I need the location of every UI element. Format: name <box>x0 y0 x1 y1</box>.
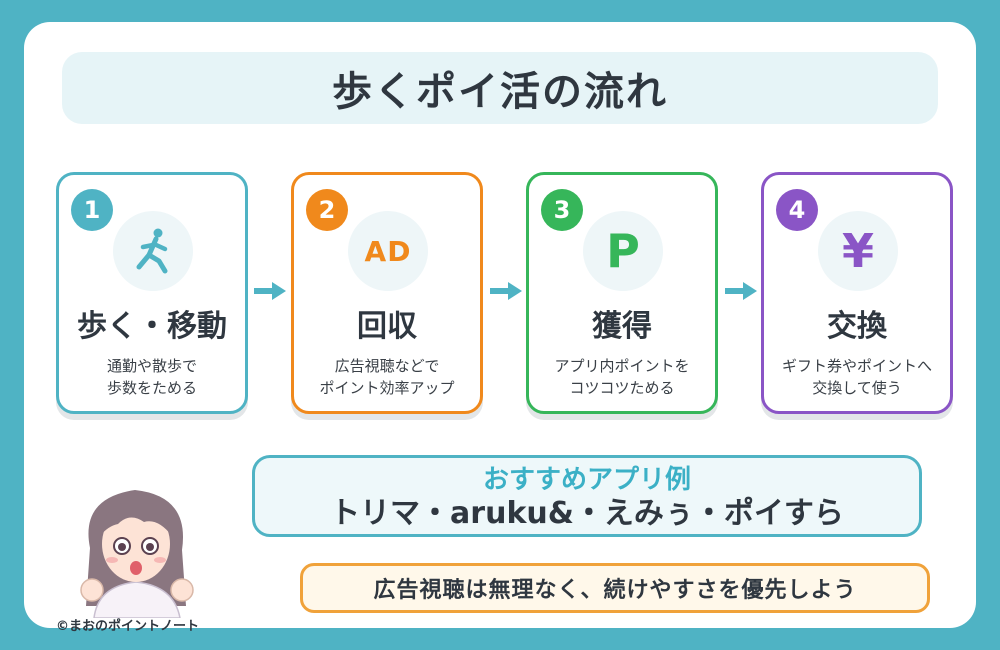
yen-icon: ¥ <box>841 224 874 278</box>
arrow-right-icon <box>490 282 522 300</box>
step-card-3: 3 P 獲得 アプリ内ポイントを コツコツためる <box>526 172 718 414</box>
page-title: 歩くポイ活の流れ <box>332 69 668 115</box>
step-number-badge: 2 <box>306 189 348 231</box>
step-title: 交換 <box>827 309 887 344</box>
step-description-line: 広告視聴などで <box>334 357 440 375</box>
recommended-apps-list: トリマ・aruku&・えみぅ・ポイすら <box>330 496 844 531</box>
step-description-line: 歩数をためる <box>106 379 197 397</box>
step-icon-circle: ¥ <box>818 211 898 291</box>
tip-text: 広告視聴は無理なく、続けやすさを優先しよう <box>373 578 857 603</box>
tip-box: 広告視聴は無理なく、続けやすさを優先しよう <box>300 563 930 613</box>
copyright-credit: ©まおのポイントノート <box>56 619 200 634</box>
step-description-line: 通勤や散歩で <box>106 357 197 375</box>
walking-person-icon <box>136 228 168 274</box>
step-icon-circle <box>113 211 193 291</box>
arrow-right-icon <box>254 282 286 300</box>
recommended-apps-heading: おすすめアプリ例 <box>482 465 691 495</box>
step-icon-circle: AD <box>348 211 428 291</box>
title-bar: 歩くポイ活の流れ <box>62 52 938 124</box>
step-card-4: 4 ¥ 交換 ギフト券やポイントへ 交換して使う <box>761 172 953 414</box>
step-number-badge: 1 <box>71 189 113 231</box>
step-description: アプリ内ポイントを コツコツためる <box>529 355 715 399</box>
arrow-right-icon <box>725 282 757 300</box>
step-description: 通勤や散歩で 歩数をためる <box>59 355 245 399</box>
step-description-line: コツコツためる <box>569 379 675 397</box>
step-number-badge: 4 <box>776 189 818 231</box>
recommended-apps-box: おすすめアプリ例 トリマ・aruku&・えみぅ・ポイすら <box>252 455 922 537</box>
step-title: 歩く・移動 <box>77 309 227 344</box>
step-description: ギフト券やポイントへ 交換して使う <box>764 355 950 399</box>
step-number-badge: 3 <box>541 189 583 231</box>
step-card-2: 2 AD 回収 広告視聴などで ポイント効率アップ <box>291 172 483 414</box>
step-title: 回収 <box>357 309 417 344</box>
step-icon-circle: P <box>583 211 663 291</box>
point-p-icon: P <box>606 224 640 278</box>
step-description-line: ギフト券やポイントへ <box>781 357 932 375</box>
step-title: 獲得 <box>592 309 652 344</box>
step-description-line: 交換して使う <box>812 379 902 397</box>
character-illustration <box>80 490 194 618</box>
step-description-line: アプリ内ポイントを <box>554 357 690 375</box>
step-card-1: 1 歩く・移動 通勤や散歩で 歩数をためる <box>56 172 248 414</box>
step-description-line: ポイント効率アップ <box>319 379 455 397</box>
step-description: 広告視聴などで ポイント効率アップ <box>294 355 480 399</box>
ad-icon: AD <box>364 234 412 268</box>
